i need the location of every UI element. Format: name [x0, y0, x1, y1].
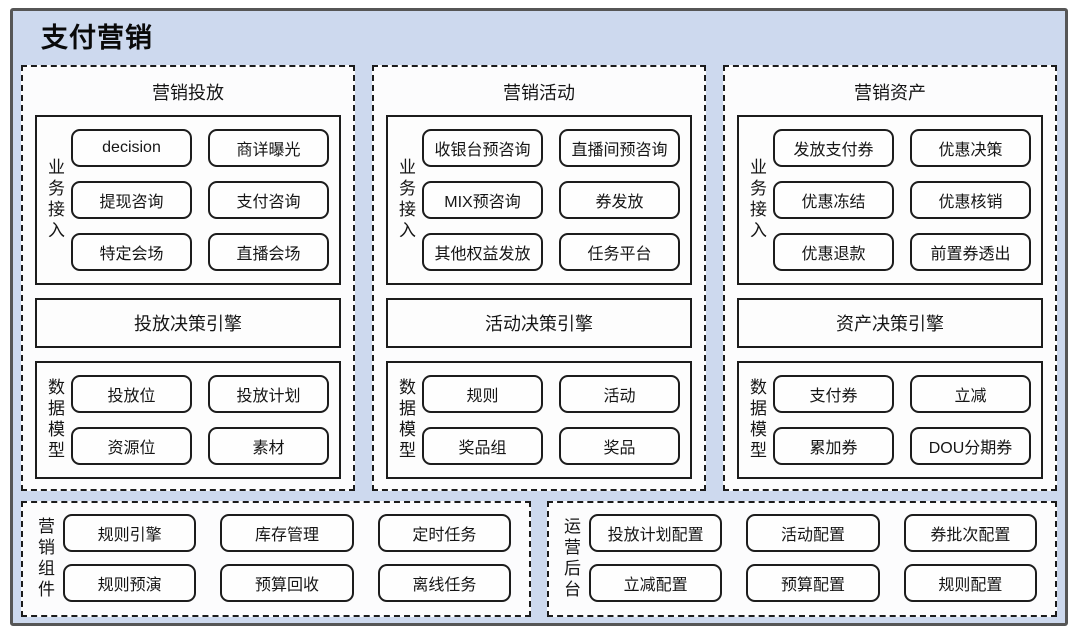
data-model-label: 数据模型 [747, 378, 766, 462]
column-title: 营销投放 [152, 83, 224, 103]
model-item: 投放计划 [208, 375, 329, 413]
model-items-grid: 投放位 投放计划 资源位 素材 [63, 363, 339, 477]
operations-backend-label: 运营后台 [561, 517, 580, 601]
decision-engine-box: 投放决策引擎 [35, 298, 341, 348]
component-item: 预算回收 [220, 564, 354, 602]
config-item: 预算配置 [746, 564, 880, 602]
column-title: 营销活动 [503, 83, 575, 103]
model-item: DOU分期券 [910, 427, 1031, 465]
column-marketing-assets: 营销资产 业务接入 发放支付券 优惠决策 优惠冻结 优惠核销 优惠退款 前置券透… [723, 65, 1057, 491]
column-marketing-placement: 营销投放 业务接入 decision 商详曝光 提现咨询 支付咨询 特定会场 直… [21, 65, 355, 491]
access-items-grid: decision 商详曝光 提现咨询 支付咨询 特定会场 直播会场 [63, 117, 339, 283]
component-item: 离线任务 [377, 564, 511, 602]
access-item: 直播会场 [208, 233, 329, 271]
columns-row: 营销投放 业务接入 decision 商详曝光 提现咨询 支付咨询 特定会场 直… [21, 65, 1057, 491]
component-item: 规则引擎 [63, 514, 197, 552]
data-model-panel: 数据模型 投放位 投放计划 资源位 素材 [35, 361, 341, 479]
model-item: 立减 [910, 375, 1031, 413]
diagram-canvas: 支付营销 营销投放 业务接入 decision 商详曝光 提现咨询 支付咨询 特… [10, 8, 1068, 626]
model-item: 奖品组 [422, 427, 543, 465]
access-item: 发放支付券 [773, 129, 894, 167]
access-item: 提现咨询 [71, 181, 192, 219]
column-marketing-campaign: 营销活动 业务接入 收银台预咨询 直播间预咨询 MIX预咨询 券发放 其他权益发… [372, 65, 706, 491]
access-item: 优惠核销 [910, 181, 1031, 219]
access-item: 前置券透出 [910, 233, 1031, 271]
marketing-components-section: 营销组件 规则引擎 库存管理 定时任务 规则预演 预算回收 离线任务 [21, 501, 531, 617]
access-item: 优惠冻结 [773, 181, 894, 219]
access-item: 任务平台 [559, 233, 680, 271]
model-items-grid: 支付券 立减 累加券 DOU分期券 [765, 363, 1041, 477]
business-access-label: 业务接入 [396, 158, 415, 242]
model-item: 支付券 [773, 375, 894, 413]
model-items-grid: 规则 活动 奖品组 奖品 [414, 363, 690, 477]
access-item: 收银台预咨询 [422, 129, 543, 167]
model-item: 素材 [208, 427, 329, 465]
data-model-panel: 数据模型 规则 活动 奖品组 奖品 [386, 361, 692, 479]
decision-engine-box: 资产决策引擎 [737, 298, 1043, 348]
operations-backend-section: 运营后台 投放计划配置 活动配置 券批次配置 立减配置 预算配置 规则配置 [547, 501, 1057, 617]
config-item: 立减配置 [589, 564, 723, 602]
access-item: 优惠决策 [910, 129, 1031, 167]
decision-engine-box: 活动决策引擎 [386, 298, 692, 348]
access-item: 券发放 [559, 181, 680, 219]
model-item: 投放位 [71, 375, 192, 413]
data-model-label: 数据模型 [45, 378, 64, 462]
component-item: 定时任务 [377, 514, 511, 552]
business-access-label: 业务接入 [747, 158, 766, 242]
business-access-panel: 业务接入 发放支付券 优惠决策 优惠冻结 优惠核销 优惠退款 前置券透出 [737, 115, 1043, 285]
access-items-grid: 发放支付券 优惠决策 优惠冻结 优惠核销 优惠退款 前置券透出 [765, 117, 1041, 283]
model-item: 活动 [559, 375, 680, 413]
access-item: 直播间预咨询 [559, 129, 680, 167]
access-items-grid: 收银台预咨询 直播间预咨询 MIX预咨询 券发放 其他权益发放 任务平台 [414, 117, 690, 283]
component-item: 库存管理 [220, 514, 354, 552]
config-item: 规则配置 [903, 564, 1037, 602]
config-item: 券批次配置 [903, 514, 1037, 552]
access-item: MIX预咨询 [422, 181, 543, 219]
bottom-row: 营销组件 规则引擎 库存管理 定时任务 规则预演 预算回收 离线任务 运营后台 … [21, 501, 1057, 617]
config-item: 投放计划配置 [589, 514, 723, 552]
config-items-grid: 投放计划配置 活动配置 券批次配置 立减配置 预算配置 规则配置 [579, 503, 1051, 615]
config-item: 活动配置 [746, 514, 880, 552]
data-model-panel: 数据模型 支付券 立减 累加券 DOU分期券 [737, 361, 1043, 479]
model-item: 规则 [422, 375, 543, 413]
business-access-label: 业务接入 [45, 158, 64, 242]
model-item: 资源位 [71, 427, 192, 465]
components-items-grid: 规则引擎 库存管理 定时任务 规则预演 预算回收 离线任务 [53, 503, 525, 615]
marketing-components-label: 营销组件 [35, 517, 54, 601]
business-access-panel: 业务接入 decision 商详曝光 提现咨询 支付咨询 特定会场 直播会场 [35, 115, 341, 285]
access-item: 特定会场 [71, 233, 192, 271]
model-item: 累加券 [773, 427, 894, 465]
model-item: 奖品 [559, 427, 680, 465]
business-access-panel: 业务接入 收银台预咨询 直播间预咨询 MIX预咨询 券发放 其他权益发放 任务平… [386, 115, 692, 285]
access-item: 其他权益发放 [422, 233, 543, 271]
access-item: decision [71, 129, 192, 167]
data-model-label: 数据模型 [396, 378, 415, 462]
access-item: 支付咨询 [208, 181, 329, 219]
access-item: 优惠退款 [773, 233, 894, 271]
component-item: 规则预演 [63, 564, 197, 602]
access-item: 商详曝光 [208, 129, 329, 167]
page-title: 支付营销 [41, 23, 153, 53]
column-title: 营销资产 [854, 83, 926, 103]
